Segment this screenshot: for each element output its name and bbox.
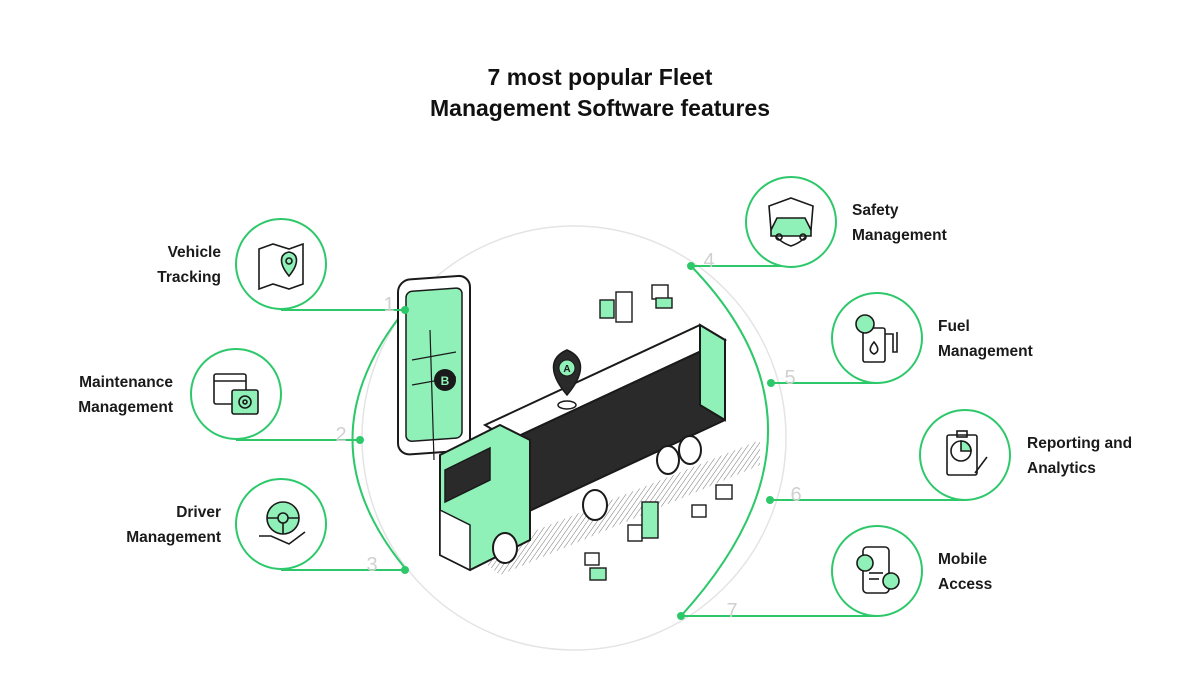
feature-5: 5 bbox=[767, 292, 923, 389]
feature-label-line-2: Access bbox=[938, 576, 993, 593]
clipboard-chart-icon bbox=[946, 430, 988, 476]
truck-pin-letter: A bbox=[563, 364, 570, 375]
truck-location-pin-icon: A bbox=[552, 349, 582, 410]
steering-wheel-hand-icon bbox=[259, 501, 306, 545]
feature-number-1: 1 bbox=[383, 294, 394, 316]
feature-number-5: 5 bbox=[784, 367, 795, 389]
feature-number-7: 7 bbox=[726, 600, 737, 622]
connector-dot-2 bbox=[356, 436, 364, 444]
parcels-illustration bbox=[584, 284, 733, 581]
connector-dot-4 bbox=[687, 262, 695, 270]
feature-number-2: 2 bbox=[335, 424, 346, 446]
feature-label-line-2: Management bbox=[938, 343, 1033, 360]
feature-label-line-1: Fuel bbox=[938, 318, 970, 335]
phone-map-pin-icon bbox=[434, 369, 456, 391]
feature-label-line-1: Vehicle bbox=[167, 244, 221, 261]
truck-illustration bbox=[439, 323, 728, 572]
page-title: 7 most popular Fleet Management Software… bbox=[300, 62, 900, 124]
feature-label-line-1: Safety bbox=[852, 202, 899, 219]
feature-1: 1 bbox=[235, 218, 409, 316]
feature-number-6: 6 bbox=[790, 484, 801, 506]
title-line-2: Management Software features bbox=[430, 95, 770, 121]
feature-label-line-1: Mobile bbox=[938, 551, 988, 568]
feature-number-4: 4 bbox=[703, 250, 714, 272]
feature-circle-5 bbox=[831, 292, 923, 384]
feature-circle-6 bbox=[919, 409, 1011, 501]
shield-car-icon bbox=[768, 197, 814, 247]
phone-pin-letter: B bbox=[441, 374, 450, 388]
feature-label-line-1: Reporting and bbox=[1027, 435, 1133, 452]
feature-label-line-2: Analytics bbox=[1027, 460, 1096, 477]
feature-label-line-2: Management bbox=[78, 399, 173, 416]
connector-dot-3 bbox=[401, 566, 409, 574]
phone-chat-icon bbox=[856, 546, 900, 594]
fuel-pump-icon bbox=[855, 314, 898, 363]
connector-dot-6 bbox=[766, 496, 774, 504]
feature-circle-1 bbox=[235, 218, 327, 310]
feature-6: 6 bbox=[766, 409, 1011, 506]
right-arc bbox=[680, 265, 770, 617]
smartphone-illustration: B bbox=[397, 274, 471, 461]
title-line-1: 7 most popular Fleet bbox=[487, 64, 713, 90]
connector-dot-1 bbox=[401, 306, 409, 314]
feature-label-line-2: Tracking bbox=[157, 269, 221, 286]
feature-circle-7 bbox=[831, 525, 923, 617]
feature-label-line-1: Maintenance bbox=[79, 374, 173, 391]
browser-gear-icon bbox=[213, 373, 259, 415]
feature-4: 4 bbox=[687, 176, 837, 272]
feature-label-line-1: Driver bbox=[176, 504, 221, 521]
parcel-stack-bottom bbox=[584, 484, 733, 581]
map-pin-icon bbox=[258, 242, 304, 291]
feature-3: 3 bbox=[235, 478, 409, 576]
floor-shadow bbox=[475, 440, 760, 575]
feature-number-3: 3 bbox=[366, 554, 377, 576]
parcel-stack-top bbox=[599, 284, 673, 323]
feature-7: 7 bbox=[677, 525, 923, 622]
feature-label-line-2: Management bbox=[126, 529, 221, 546]
feature-label-line-2: Management bbox=[852, 227, 947, 244]
feature-2: 2 bbox=[190, 348, 364, 446]
connector-dot-7 bbox=[677, 612, 685, 620]
connector-dot-5 bbox=[767, 379, 775, 387]
features-layer: 1 2 3 4 5 6 7 bbox=[190, 176, 1011, 622]
